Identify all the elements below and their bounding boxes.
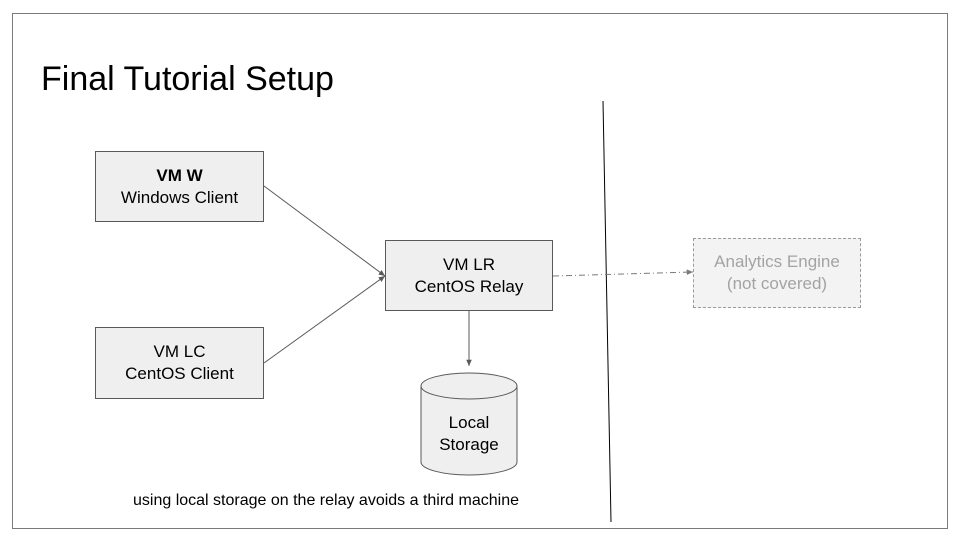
vm-lr-role: CentOS Relay bbox=[414, 276, 524, 296]
arrow-vmlr-to-analytics bbox=[552, 269, 694, 277]
vm-lc-node: VM LC CentOS Client bbox=[95, 327, 264, 399]
vm-lc-role: CentOS Client bbox=[125, 364, 234, 383]
vm-lc-name: VM LC bbox=[153, 342, 206, 361]
vm-w-node: VM W Windows Client bbox=[95, 151, 264, 222]
diagram-caption: using local storage on the relay avoids … bbox=[133, 492, 519, 509]
boundary-line bbox=[602, 100, 612, 523]
storage-label: Local Storage bbox=[421, 412, 517, 456]
vm-lr-name: VM LR bbox=[443, 254, 495, 274]
slide-frame bbox=[12, 13, 948, 529]
vm-w-name: VM W bbox=[156, 165, 203, 185]
analytics-name: Analytics Engine bbox=[714, 252, 840, 271]
analytics-engine-node: Analytics Engine (not covered) bbox=[693, 238, 861, 308]
storage-label-line2: Storage bbox=[439, 435, 499, 454]
arrow-vmlc-to-vmlr bbox=[263, 275, 386, 364]
vm-w-role: Windows Client bbox=[120, 187, 239, 207]
slide-title: Final Tutorial Setup bbox=[41, 60, 334, 98]
analytics-note: (not covered) bbox=[726, 274, 828, 293]
storage-label-line1: Local bbox=[448, 413, 490, 432]
storage-cylinder bbox=[420, 372, 518, 476]
arrow-vmw-to-vmlr bbox=[263, 185, 386, 277]
vm-lr-node: VM LR CentOS Relay bbox=[385, 240, 553, 311]
